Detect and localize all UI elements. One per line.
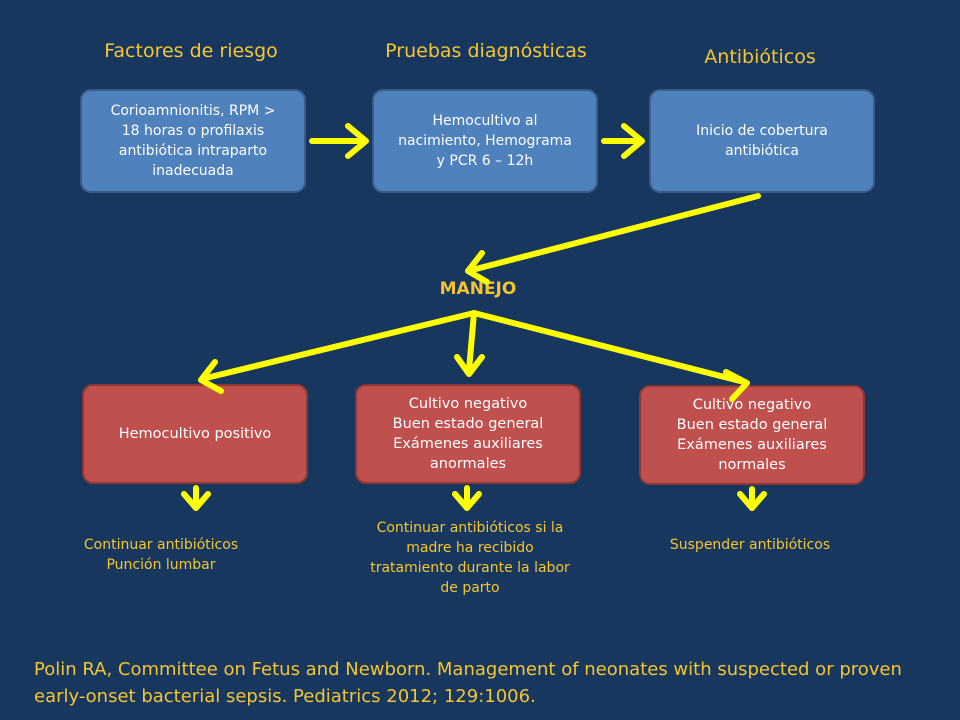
result-continue-if-maternal-treatment: Continuar antibióticos si la madre ha re… [370, 520, 570, 596]
management-label: MANEJO [439, 279, 517, 299]
arrow-risk-to-tests [309, 123, 369, 159]
heading-diagnostic-tests: Pruebas diagnósticas [385, 40, 587, 62]
diagnostic-tests-text: Hemocultivo al nacimiento, Hemograma y P… [398, 113, 572, 169]
negative-culture-normal-box: Cultivo negativo Buen estado general Exá… [639, 385, 865, 485]
negative-culture-abnormal-box: Cultivo negativo Buen estado general Exá… [355, 384, 581, 484]
citation-text: Polin RA, Committee on Fetus and Newborn… [34, 659, 902, 707]
risk-factors-text: Corioamnionitis, RPM > 18 horas o profil… [110, 103, 276, 179]
heading-antibiotics: Antibióticos [704, 46, 816, 68]
arrow-down-center [452, 485, 482, 511]
risk-factors-box: Corioamnionitis, RPM > 18 horas o profil… [80, 89, 306, 193]
arrow-tests-to-antibiotics [601, 123, 645, 159]
arrow-manejo-to-positive-culture [198, 310, 477, 394]
arrow-manejo-to-negative-normal [471, 310, 750, 402]
diagnostic-tests-box: Hemocultivo al nacimiento, Hemograma y P… [372, 89, 598, 193]
negative-culture-normal-text: Cultivo negativo Buen estado general Exá… [676, 397, 828, 473]
antibiotic-start-text: Inicio de cobertura antibiótica [696, 123, 828, 159]
arrow-manejo-to-negative-abnormal [454, 310, 485, 377]
heading-risk-factors: Factores de riesgo [104, 40, 278, 62]
result-stop-antibiotics: Suspender antibióticos [669, 537, 831, 553]
arrow-down-left [181, 485, 211, 511]
positive-culture-text: Hemocultivo positivo [118, 426, 272, 442]
positive-culture-box: Hemocultivo positivo [82, 384, 308, 484]
arrow-antibiotics-to-manejo [465, 193, 761, 285]
antibiotic-start-box: Inicio de cobertura antibiótica [649, 89, 875, 193]
result-continue-antibiotics-lumbar-puncture: Continuar antibióticos Punción lumbar [83, 537, 239, 573]
arrow-down-right [737, 486, 767, 511]
negative-culture-abnormal-text: Cultivo negativo Buen estado general Exá… [392, 396, 544, 472]
